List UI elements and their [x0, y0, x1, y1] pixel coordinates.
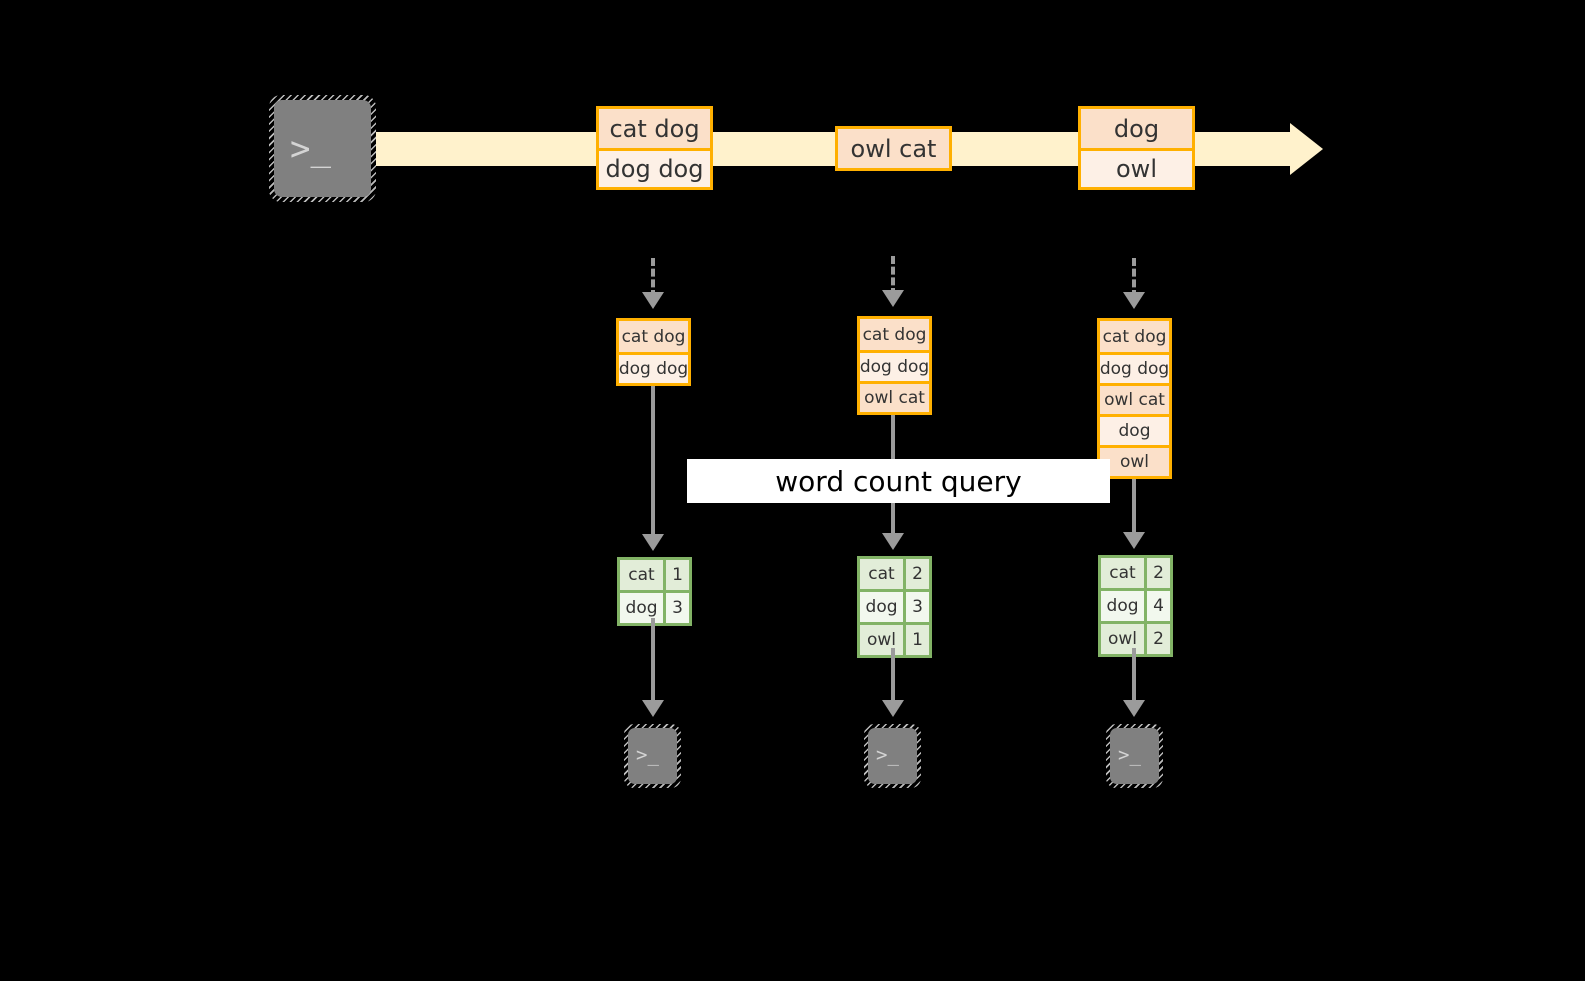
snapshot-input-row: owl: [1100, 445, 1169, 476]
terminal-prompt-glyph: >_: [1118, 744, 1141, 766]
result-word-cell: owl: [1101, 624, 1145, 654]
snapshot-to-result-arrowhead-2: [882, 533, 904, 550]
snapshot-to-result-connector-1: [651, 386, 655, 544]
source-terminal-icon: >_: [269, 95, 376, 202]
terminal-screen: >_: [868, 728, 917, 784]
stream-arrow-head: [1290, 123, 1323, 175]
terminal-prompt-glyph: >_: [290, 129, 331, 169]
snapshot-input-stack-3: cat dog dog dog owl cat dog owl: [1097, 318, 1172, 479]
result-count-cell: 4: [1144, 591, 1170, 621]
terminal-prompt-glyph: >_: [636, 744, 659, 766]
result-to-sink-connector-1: [651, 618, 655, 708]
table-row: cat 1: [620, 560, 689, 590]
stream-record-row: owl cat: [838, 129, 949, 168]
snapshot-input-row: dog dog: [860, 350, 929, 381]
result-table-2: cat 2 dog 3 owl 1: [857, 556, 932, 658]
snapshot-to-result-connector-3: [1132, 479, 1136, 544]
snapshot-input-row: dog: [1100, 414, 1169, 445]
table-row: cat 2: [860, 559, 929, 589]
result-word-cell: owl: [860, 625, 904, 655]
stream-record-row: dog dog: [599, 148, 710, 187]
result-table-1: cat 1 dog 3: [617, 557, 692, 626]
stream-record-group-2: owl cat: [835, 126, 952, 171]
stream-record-group-3: dog owl: [1078, 106, 1195, 190]
result-word-cell: cat: [620, 560, 664, 590]
stream-record-row: owl: [1081, 148, 1192, 187]
snapshot-input-row: cat dog: [860, 319, 929, 350]
terminal-screen: >_: [628, 728, 677, 784]
snapshot-input-row: cat dog: [1100, 321, 1169, 352]
table-row: owl 1: [860, 622, 929, 655]
result-to-sink-arrowhead-2: [882, 700, 904, 717]
sink-terminal-icon-1: >_: [624, 724, 681, 788]
result-word-cell: dog: [860, 592, 904, 622]
result-count-cell: 2: [1144, 558, 1170, 588]
snapshot-input-row: cat dog: [619, 321, 688, 352]
result-word-cell: cat: [860, 559, 904, 589]
table-row: cat 2: [1101, 558, 1170, 588]
result-count-cell: 1: [663, 560, 689, 590]
snapshot-input-row: dog dog: [1100, 352, 1169, 383]
table-row: owl 2: [1101, 621, 1170, 654]
stream-to-snapshot-arrowhead-2: [882, 290, 904, 307]
terminal-prompt-glyph: >_: [876, 744, 899, 766]
sink-terminal-icon-3: >_: [1106, 724, 1163, 788]
stream-to-snapshot-arrowhead-3: [1123, 292, 1145, 309]
terminal-screen: >_: [1110, 728, 1159, 784]
table-row: dog 3: [860, 589, 929, 622]
result-count-cell: 2: [1144, 624, 1170, 654]
table-row: dog 4: [1101, 588, 1170, 621]
stream-record-group-1: cat dog dog dog: [596, 106, 713, 190]
sink-terminal-icon-2: >_: [864, 724, 921, 788]
terminal-screen: >_: [274, 100, 371, 197]
result-to-sink-connector-2: [891, 648, 895, 708]
stream-to-snapshot-arrowhead-1: [642, 292, 664, 309]
stream-to-snapshot-connector-1: [651, 258, 655, 298]
stream-record-row: cat dog: [599, 109, 710, 148]
stream-record-row: dog: [1081, 109, 1192, 148]
snapshot-input-row: owl cat: [860, 381, 929, 412]
result-count-cell: 3: [903, 592, 929, 622]
snapshot-input-row: owl cat: [1100, 383, 1169, 414]
stream-to-snapshot-connector-3: [1132, 258, 1136, 298]
result-word-cell: dog: [620, 593, 664, 623]
result-count-cell: 3: [663, 593, 689, 623]
snapshot-input-stack-1: cat dog dog dog: [616, 318, 691, 386]
result-table-3: cat 2 dog 4 owl 2: [1098, 555, 1173, 657]
snapshot-input-row: dog dog: [619, 352, 688, 383]
result-to-sink-connector-3: [1132, 648, 1136, 708]
result-to-sink-arrowhead-1: [642, 700, 664, 717]
result-word-cell: dog: [1101, 591, 1145, 621]
snapshot-to-result-arrowhead-3: [1123, 532, 1145, 549]
result-count-cell: 2: [903, 559, 929, 589]
result-word-cell: cat: [1101, 558, 1145, 588]
table-row: dog 3: [620, 590, 689, 623]
snapshot-to-result-arrowhead-1: [642, 534, 664, 551]
result-count-cell: 1: [903, 625, 929, 655]
result-to-sink-arrowhead-3: [1123, 700, 1145, 717]
stream-to-snapshot-connector-2: [891, 256, 895, 296]
snapshot-input-stack-2: cat dog dog dog owl cat: [857, 316, 932, 415]
query-banner: word count query: [687, 459, 1110, 503]
